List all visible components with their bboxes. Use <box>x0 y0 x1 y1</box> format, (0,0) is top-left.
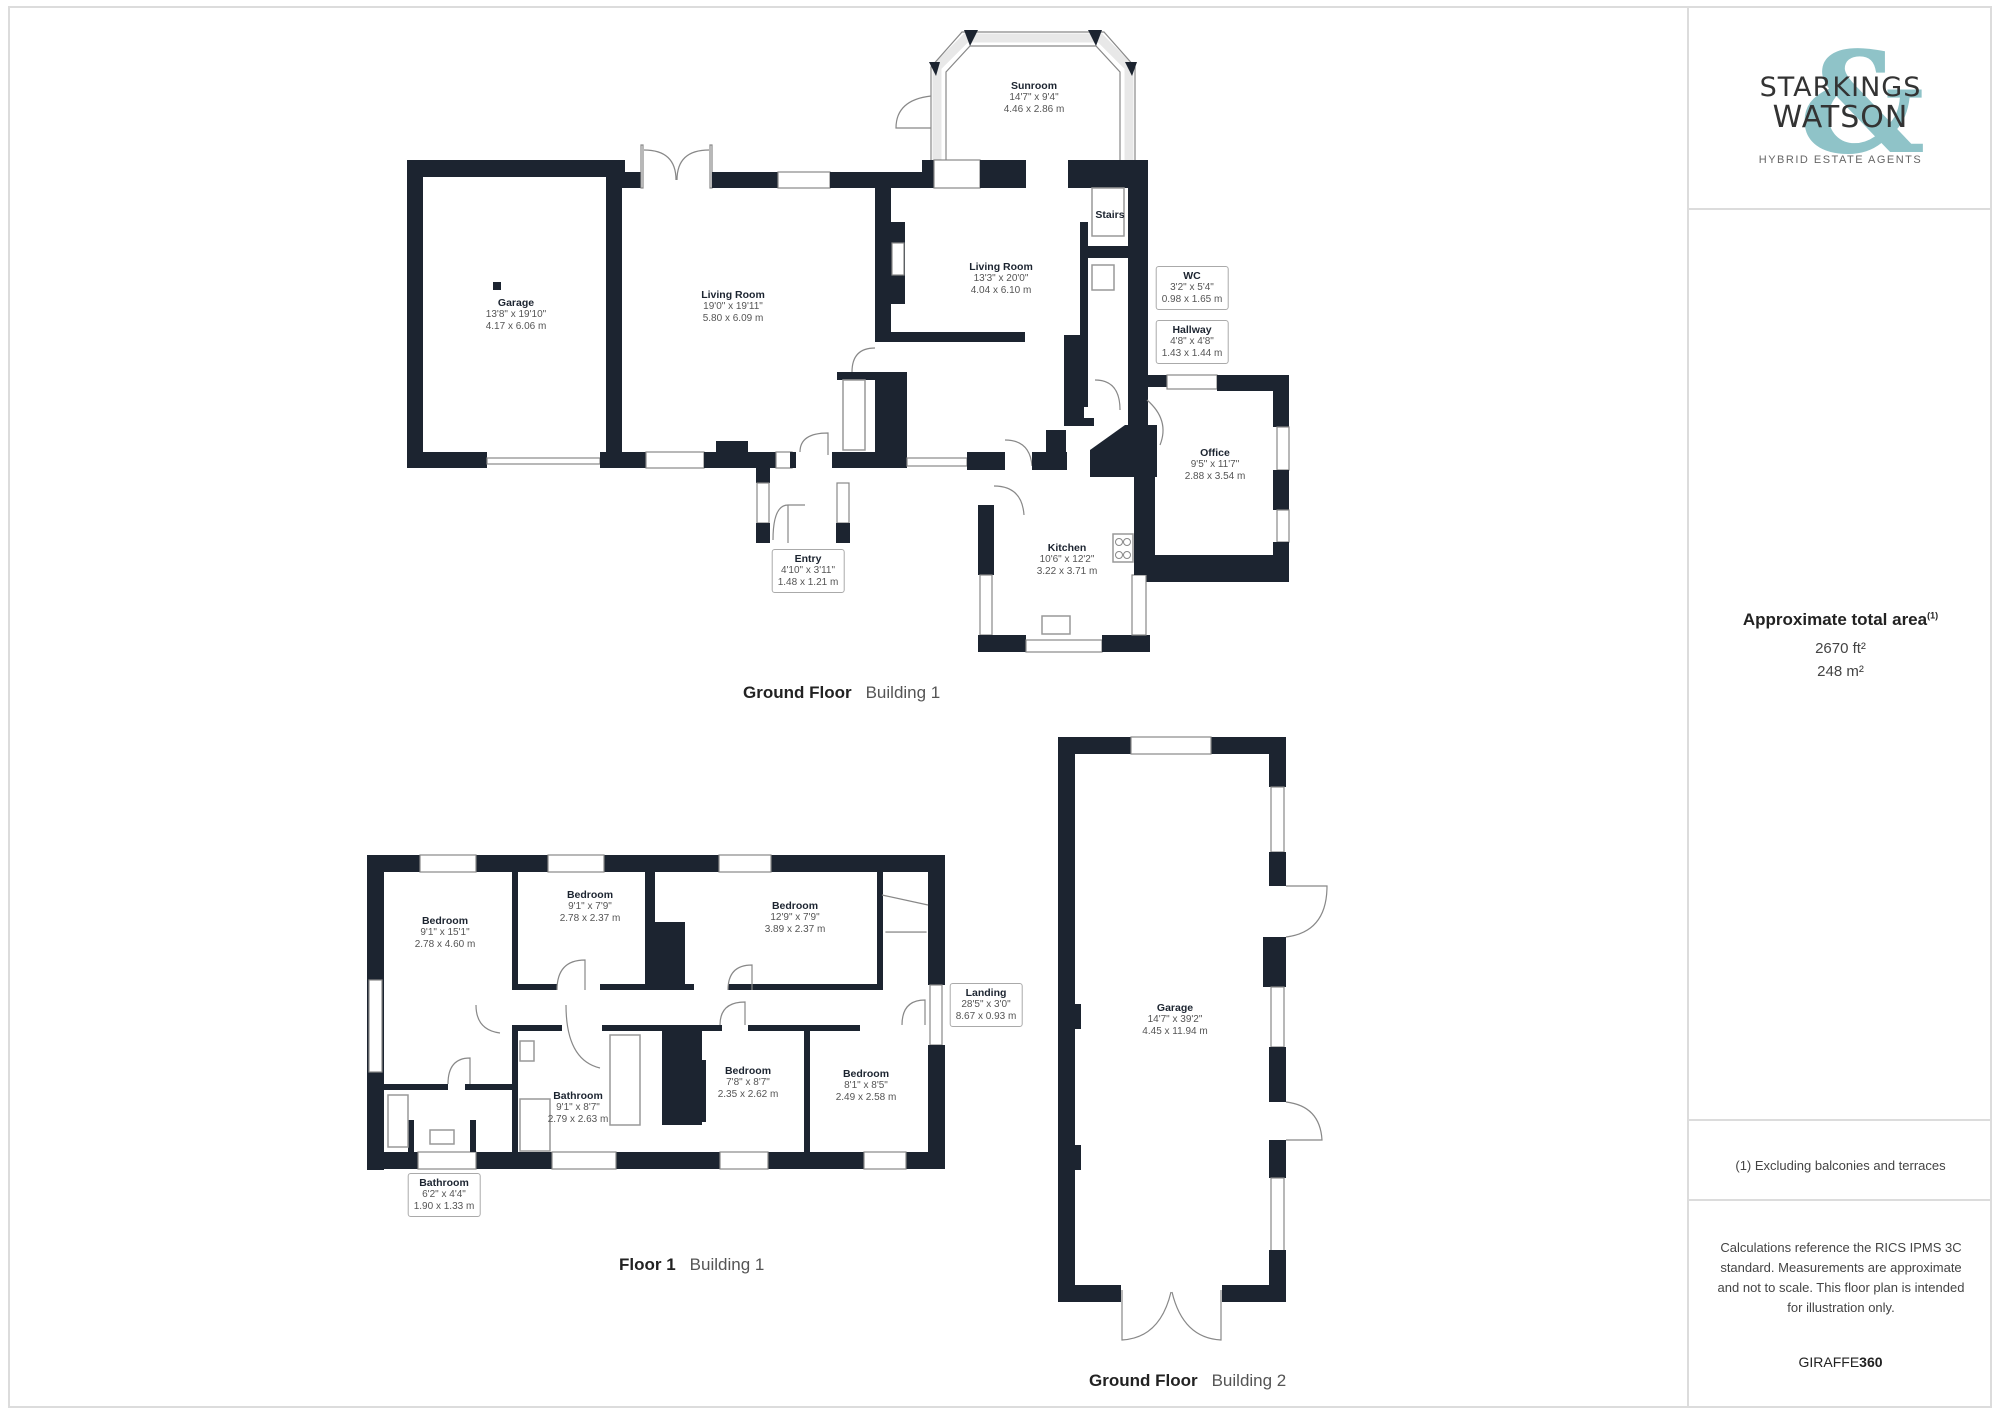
room-label-hallway: Hallway 4'8" x 4'8" 1.43 x 1.44 m <box>1155 320 1229 364</box>
ground-floor-building-1-walls <box>407 30 1290 653</box>
room-label-landing: Landing 28'5" x 3'0" 8.67 x 0.93 m <box>949 983 1023 1027</box>
room-label-bedroom-3: Bedroom 12'9" x 7'9" 3.89 x 2.37 m <box>764 900 826 935</box>
ampersand-mark: & <box>1799 22 1926 186</box>
divider-area <box>1689 6 1992 1121</box>
room-label-garage: Garage 13'8" x 19'10" 4.17 x 6.06 m <box>485 297 547 332</box>
total-area-title: Approximate total area(1) <box>1742 610 1939 629</box>
brand-logo: & STARKINGS WATSON HYBRID ESTATE AGENTS <box>1689 6 1992 210</box>
divider-footnote <box>1689 6 1992 1201</box>
area-footnote: (1) Excluding balconies and terraces <box>1735 1158 1946 1173</box>
brand-name-line-2: WATSON <box>1772 100 1909 135</box>
info-sidebar: & STARKINGS WATSON HYBRID ESTATE AGENTS … <box>1687 6 1992 1408</box>
room-label-office: Office 9'5" x 11'7" 2.88 x 3.54 m <box>1184 447 1246 482</box>
room-label-kitchen: Kitchen 10'6" x 12'2" 3.22 x 3.71 m <box>1036 542 1098 577</box>
room-label-bedroom-5: Bedroom 8'1" x 8'5" 2.49 x 2.58 m <box>835 1068 897 1103</box>
room-label-living-room-2: Living Room 13'3" x 20'0" 4.04 x 6.10 m <box>969 261 1033 296</box>
page-frame <box>8 6 1992 1408</box>
brand-name-line-1: STARKINGS <box>1759 72 1922 103</box>
room-label-wc: WC 3'2" x 5'4" 0.98 x 1.65 m <box>1155 266 1229 310</box>
measurement-disclaimer: Calculations reference the RICS IPMS 3C … <box>1717 1240 1965 1315</box>
room-label-entry: Entry 4'10" x 3'11" 1.48 x 1.21 m <box>771 549 845 593</box>
room-label-living-room-1: Living Room 19'0" x 19'11" 5.80 x 6.09 m <box>701 289 765 324</box>
provider-brand: GIRAFFE360 <box>1798 1354 1883 1370</box>
brand-tagline: HYBRID ESTATE AGENTS <box>1758 154 1923 166</box>
total-area-ft: 2670 ft² <box>1815 640 1866 657</box>
total-area-m: 248 m² <box>1817 663 1864 680</box>
room-label-bedroom-2: Bedroom 9'1" x 7'9" 2.78 x 2.37 m <box>559 889 621 924</box>
room-label-bedroom-1: Bedroom 9'1" x 15'1" 2.78 x 4.60 m <box>414 915 476 950</box>
floor-1-walls <box>367 854 945 1170</box>
room-label-bathroom-2: Bathroom 6'2" x 4'4" 1.90 x 1.33 m <box>407 1173 481 1217</box>
room-label-bathroom-1: Bathroom 9'1" x 8'7" 2.79 x 2.63 m <box>547 1090 609 1125</box>
room-label-bedroom-4: Bedroom 7'8" x 8'7" 2.35 x 2.62 m <box>717 1065 779 1100</box>
ground-floor-building-2-walls <box>1058 736 1328 1341</box>
room-label-sunroom: Sunroom 14'7" x 9'4" 4.46 x 2.86 m <box>1003 80 1065 115</box>
room-label-stairs: Stairs <box>1095 209 1125 221</box>
room-label-garage-building-2: Garage 14'7" x 39'2" 4.45 x 11.94 m <box>1142 1002 1208 1037</box>
total-area: Approximate total area(1) 2670 ft² 248 m… <box>1689 610 1992 680</box>
